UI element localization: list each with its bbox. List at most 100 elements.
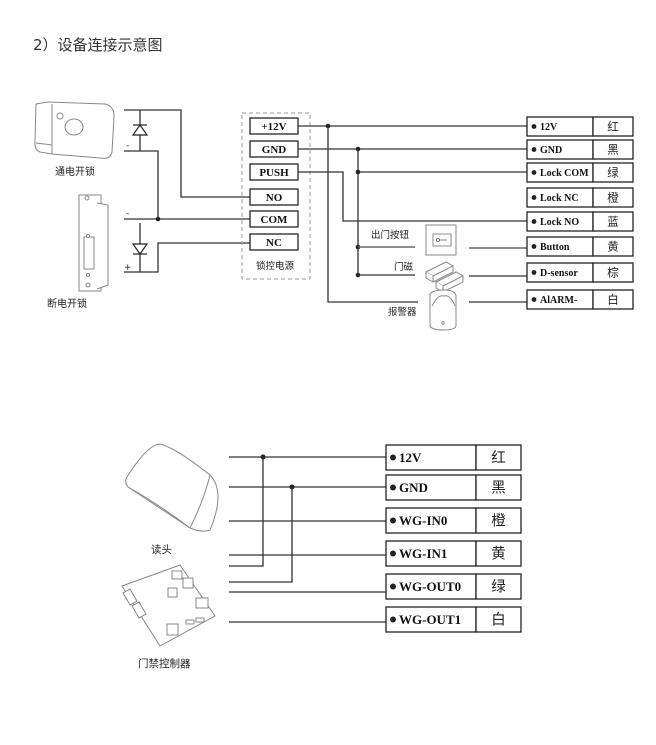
card-reader-icon — [125, 443, 219, 532]
port-label: WG-OUT0 — [399, 579, 461, 594]
port-bullet-icon — [531, 170, 537, 175]
wire-color-label: 黑 — [491, 481, 506, 497]
port-bullet-icon — [531, 219, 537, 224]
power-on-lock-icon — [34, 101, 115, 159]
alarm-label: 报警器 — [388, 306, 417, 318]
port-bullet-icon — [531, 297, 537, 302]
port-bullet-icon — [531, 147, 537, 152]
port-bullet-icon — [390, 517, 396, 524]
port-row: AlARM- 白 — [526, 289, 634, 310]
wire-color-label: 红 — [607, 120, 619, 134]
port-label: WG-OUT1 — [399, 612, 461, 627]
port-label: Button — [540, 242, 570, 253]
power-supply-terminal: COM — [249, 210, 299, 228]
port-row: Lock NC 橙 — [526, 187, 634, 208]
access-controller-label: 门禁控制器 — [138, 657, 191, 670]
port-bullet-icon — [531, 270, 537, 275]
port-label-cell — [526, 116, 594, 137]
wire-color-label: 黄 — [491, 546, 506, 563]
port-row: Lock COM 绿 — [526, 162, 634, 183]
port-label: Lock NC — [540, 193, 579, 204]
port-bullet-icon — [390, 616, 396, 623]
port-label: Lock COM — [540, 168, 589, 179]
port-label: D-sensor — [540, 268, 578, 279]
port-row: GND 黑 — [385, 474, 522, 501]
terminal-label: GND — [262, 144, 287, 156]
port-bullet-icon — [531, 195, 537, 200]
port-label: 12V — [540, 122, 558, 133]
wire-color-label: 橙 — [491, 513, 506, 530]
wire-color-label: 橙 — [607, 191, 619, 205]
door-sensor-label: 门磁 — [394, 261, 414, 273]
port-row: D-sensor 棕 — [526, 262, 634, 283]
wire-color-cell — [592, 139, 634, 160]
power-supply-terminal: +12V — [249, 117, 299, 135]
port-label: GND — [540, 145, 562, 156]
port-label-cell — [385, 444, 477, 471]
power-off-lock-label: 断电开锁 — [47, 297, 87, 310]
minus-sign: - — [126, 209, 129, 219]
wire-color-cell — [592, 162, 634, 183]
power-off-lock-icon — [78, 194, 109, 292]
lock-wiring — [124, 109, 250, 273]
port-row: Lock NO 蓝 — [526, 211, 634, 232]
port-bullet-icon — [390, 583, 396, 590]
port-row: 12V 红 — [385, 444, 522, 471]
port-bullet-icon — [390, 484, 396, 491]
wire-color-cell — [592, 116, 634, 137]
port-label: Lock NO — [540, 217, 579, 228]
terminal-label: COM — [261, 214, 289, 226]
port-label: GND — [399, 480, 428, 495]
port-label: AlARM- — [540, 295, 577, 306]
wire-color-cell — [475, 606, 522, 633]
port-bullet-icon — [390, 550, 396, 557]
terminal-box — [249, 188, 299, 206]
wire-color-label: 白 — [607, 293, 619, 307]
wire-color-label: 红 — [491, 450, 506, 467]
reader-wiring — [229, 454, 388, 623]
port-label-cell — [385, 507, 477, 534]
wire-color-cell — [475, 444, 522, 471]
power-supply-terminal: NO — [249, 188, 299, 206]
wire-color-cell — [475, 474, 522, 501]
wire-color-label: 黑 — [607, 143, 619, 157]
terminal-label: NO — [266, 192, 283, 204]
door-sensor-icon — [424, 261, 465, 293]
power-supply-terminal: NC — [249, 233, 299, 251]
wire-color-cell — [475, 507, 522, 534]
wire-color-label: 黄 — [607, 240, 619, 254]
terminal-box — [249, 210, 299, 228]
section-title: 2）设备连接示意图 — [33, 36, 163, 54]
power-on-lock-label: 通电开锁 — [55, 165, 95, 178]
wire-color-label: 蓝 — [607, 215, 619, 229]
terminal-label: +12V — [261, 121, 286, 133]
alarm-icon — [429, 289, 457, 331]
power-supply-terminal: GND — [249, 140, 299, 158]
port-bullet-icon — [531, 124, 537, 129]
wire-color-label: 棕 — [607, 266, 619, 280]
port-row: WG-OUT0 绿 — [385, 573, 522, 600]
port-row: GND 黑 — [526, 139, 634, 160]
port-label: WG-IN0 — [399, 513, 447, 528]
port-label: 12V — [399, 450, 422, 465]
wire-color-cell — [592, 211, 634, 232]
wire-color-cell — [592, 187, 634, 208]
power-supply-wiring — [298, 123, 535, 303]
power-supply-terminal: PUSH — [249, 163, 299, 181]
wire-color-cell — [592, 262, 634, 283]
port-label-cell — [385, 573, 477, 600]
wire-color-cell — [475, 540, 522, 567]
minus-sign: - — [126, 141, 129, 151]
wire-color-cell — [592, 236, 634, 257]
wire-color-label: 绿 — [607, 166, 619, 180]
port-row: 12V 红 — [526, 116, 634, 137]
power-supply-box — [241, 112, 311, 280]
port-row: Button 黄 — [526, 236, 634, 257]
port-row: WG-IN0 橙 — [385, 507, 522, 534]
power-supply-caption: 锁控电源 — [256, 260, 295, 272]
wire-color-label: 绿 — [491, 579, 506, 596]
terminal-label: PUSH — [259, 167, 289, 179]
wire-color-cell — [592, 289, 634, 310]
